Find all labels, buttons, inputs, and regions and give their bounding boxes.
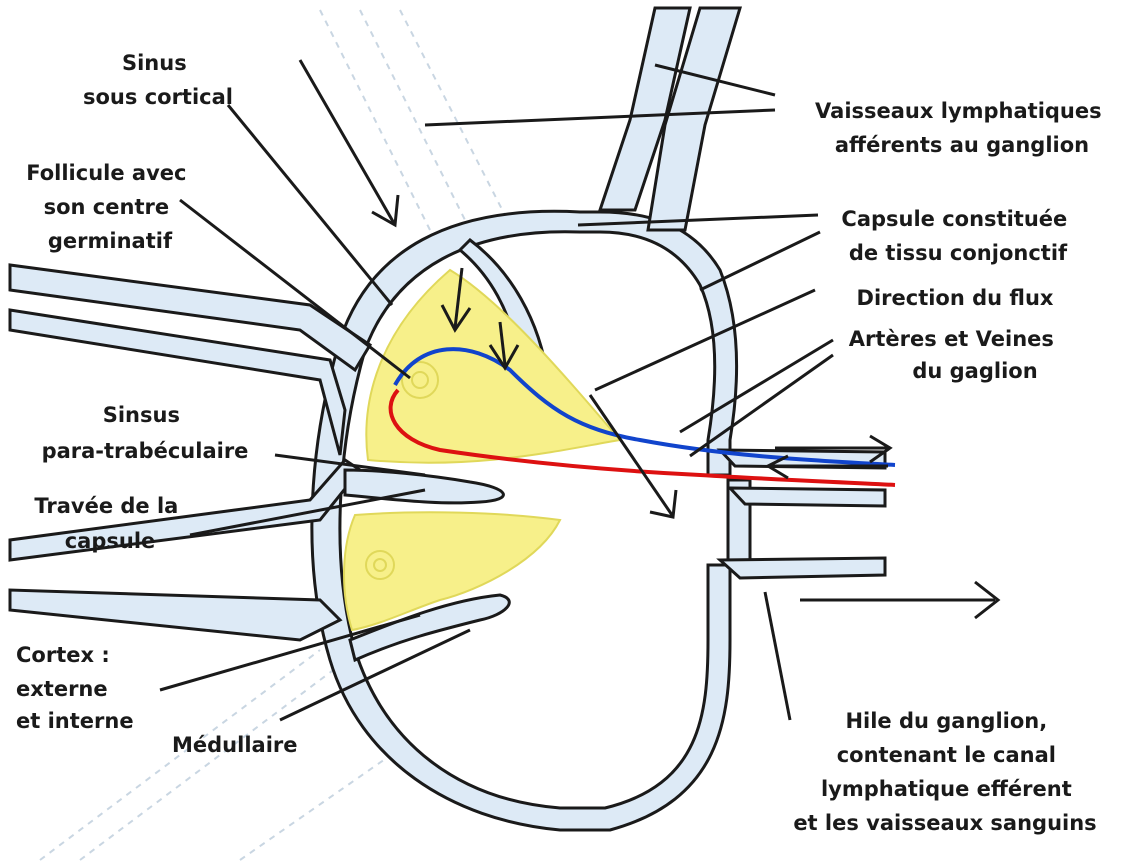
- label-line: sous cortical: [83, 85, 233, 109]
- label-line: Direction du flux: [857, 286, 1054, 310]
- label-line: para-trabéculaire: [42, 439, 249, 463]
- label-line: lymphatique efférent: [821, 777, 1072, 801]
- label-line: Médullaire: [172, 733, 298, 757]
- label-line: Follicule avec: [26, 161, 186, 185]
- label-line: Artères et Veines: [849, 327, 1054, 351]
- label-line: afférents au ganglion: [835, 133, 1089, 157]
- label-line: Travée de la: [34, 494, 178, 518]
- label-line: Hile du ganglion,: [845, 709, 1047, 733]
- label-line: et les vaisseaux sanguins: [793, 811, 1096, 835]
- label-line: Sinus: [122, 51, 187, 75]
- label-hile: Hile du ganglion, contenant le canal lym…: [793, 709, 1096, 835]
- label-line: de tissu conjonctif: [849, 241, 1068, 265]
- label-vaisseaux-afferents: Vaisseaux lymphatiques afférents au gang…: [815, 99, 1109, 157]
- label-line: son centre: [44, 195, 169, 219]
- label-line: et interne: [16, 709, 134, 733]
- label-line: Sinsus: [103, 403, 180, 427]
- label-line: Capsule constituée: [841, 207, 1067, 231]
- label-sinus-sous-cortical: Sinus sous cortical: [83, 51, 233, 109]
- label-sinsus-para: Sinsus para-trabéculaire: [42, 403, 249, 463]
- label-line: Cortex :: [16, 643, 110, 667]
- label-follicule: Follicule avec son centre germinatif: [26, 161, 194, 253]
- label-line: du gaglion: [912, 359, 1037, 383]
- label-line: contenant le canal: [837, 743, 1056, 767]
- label-line: externe: [16, 677, 108, 701]
- label-capsule: Capsule constituée de tissu conjonctif: [841, 207, 1074, 265]
- label-cortex: Cortex : externe et interne: [16, 643, 134, 733]
- label-medullaire: Médullaire: [172, 733, 298, 757]
- afferent-vessels: [600, 8, 740, 230]
- label-direction-flux: Direction du flux: [857, 286, 1054, 310]
- label-line: capsule: [65, 529, 156, 553]
- label-arteres-veines: Artères et Veines du gaglion: [849, 327, 1061, 383]
- label-line: Vaisseaux lymphatiques: [815, 99, 1102, 123]
- label-line: germinatif: [48, 229, 173, 253]
